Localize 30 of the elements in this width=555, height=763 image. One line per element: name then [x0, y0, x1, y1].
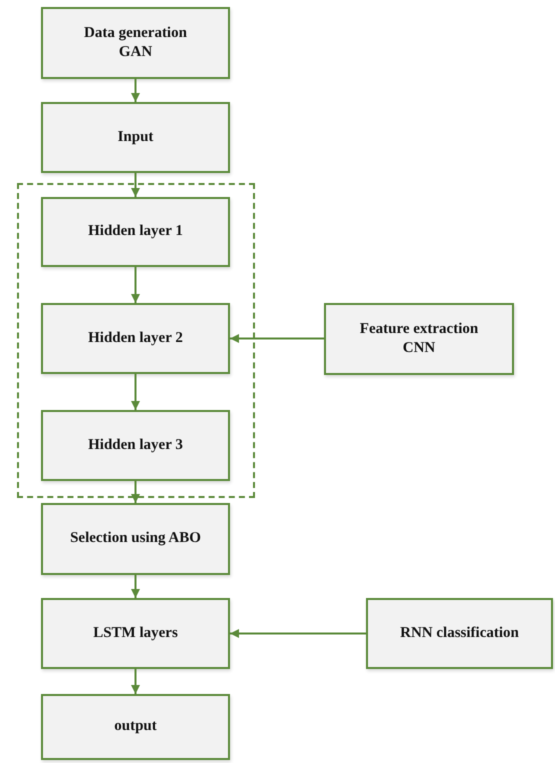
box-label: Hidden layer 3 — [87, 436, 184, 455]
arrow — [230, 334, 324, 343]
box-label: Hidden layer 2 — [87, 328, 184, 348]
box-label: Selection using ABO — [69, 529, 202, 548]
arrow — [131, 173, 140, 197]
arrow — [230, 629, 366, 638]
process-box — [41, 197, 230, 267]
box-label: RNN classification — [399, 624, 520, 643]
arrow — [131, 374, 140, 410]
box-label: Data generation GAN — [83, 24, 188, 62]
process-box — [41, 694, 230, 760]
box-label: LSTM layers — [92, 624, 179, 643]
arrow — [131, 481, 140, 503]
arrow — [131, 575, 140, 598]
process-box — [41, 102, 230, 173]
process-box — [324, 303, 514, 375]
arrow — [131, 79, 140, 102]
process-box — [366, 598, 553, 669]
box-label: Feature extraction CNN — [358, 320, 480, 358]
process-box — [41, 410, 230, 481]
process-box — [41, 303, 230, 374]
arrow — [131, 267, 140, 303]
arrow — [131, 669, 140, 694]
process-box — [41, 503, 230, 575]
process-box — [41, 598, 230, 669]
process-box — [41, 7, 230, 79]
group-box — [17, 183, 255, 498]
box-label: Input — [116, 128, 154, 147]
box-label: Hidden layer 1 — [87, 222, 184, 242]
box-label: output — [113, 717, 158, 736]
